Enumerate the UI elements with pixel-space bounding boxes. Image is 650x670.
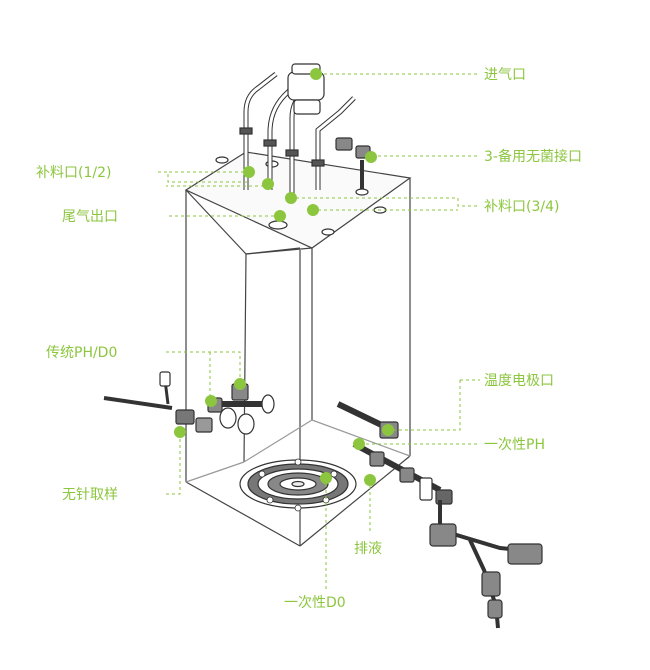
- dot-ph-do-2: [205, 395, 217, 407]
- top-piping: [215, 63, 387, 236]
- dot-single-ph: [353, 438, 365, 450]
- dot-backup-port: [365, 151, 377, 163]
- label-conventional-ph-do: 传统PH/D0: [46, 345, 118, 361]
- dot-temp: [382, 424, 394, 436]
- label-single-use-do: 一次性D0: [284, 595, 346, 611]
- dot-single-do: [320, 472, 332, 484]
- leader-lines: [158, 73, 480, 590]
- dot-drain: [364, 474, 376, 486]
- dot-feed-4: [307, 204, 319, 216]
- dot-exhaust: [274, 210, 286, 222]
- label-needleless-sampling: 无针取样: [62, 487, 118, 503]
- label-backup-sterile-port: 3-备用无菌接口: [484, 149, 582, 165]
- vessel-body: [184, 151, 412, 547]
- left-probes: [103, 371, 275, 435]
- dot-ph-do-1: [234, 378, 246, 390]
- dot-sampling: [174, 426, 186, 438]
- dot-air-inlet: [310, 68, 322, 80]
- label-drain: 排液: [354, 541, 382, 557]
- label-air-inlet: 进气口: [484, 67, 526, 83]
- bottom-impeller-plate: [239, 458, 357, 512]
- vessel-top-face: [184, 151, 412, 249]
- label-exhaust-outlet: 尾气出口: [62, 209, 118, 225]
- dot-feed-3: [285, 192, 297, 204]
- label-single-use-ph: 一次性PH: [484, 437, 545, 453]
- label-temperature-probe-port: 温度电极口: [484, 373, 554, 389]
- label-feed-port-3-4: 补料口(3/4): [484, 199, 560, 215]
- dot-feed-2: [262, 178, 274, 190]
- callout-dots: [174, 68, 394, 486]
- label-feed-port-1-2: 补料口(1/2): [36, 165, 112, 181]
- dot-feed-1: [243, 166, 255, 178]
